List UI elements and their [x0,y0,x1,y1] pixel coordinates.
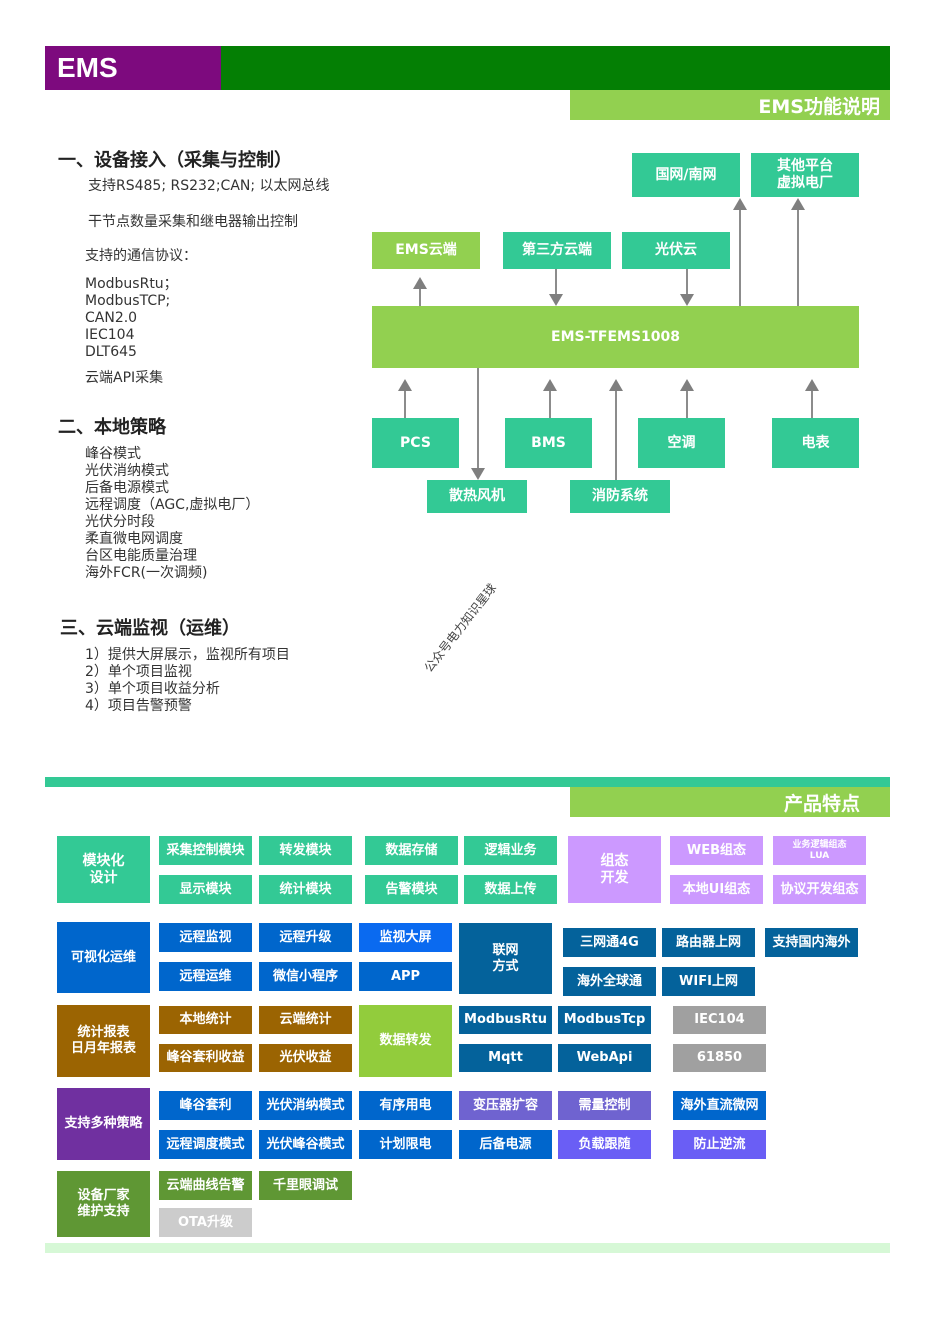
feature-item: 本地UI组态 [670,875,763,904]
feature-item: Mqtt [459,1044,552,1072]
feature-item: 业务逻辑组态 LUA [773,836,866,865]
feature-item: IEC104 [673,1006,766,1034]
features-title: 产品特点 [570,787,890,817]
header-tag: EMS [45,46,221,90]
feature-item: ModbusRtu [459,1006,552,1034]
feature-item: 微信小程序 [259,962,352,991]
feature-item: ModbusTcp [558,1006,651,1034]
category-modular: 模块化 设计 [57,836,150,903]
feature-item: WebApi [558,1044,651,1072]
feature-item: 统计模块 [259,875,352,904]
category-visual-ops: 可视化运维 [57,922,150,993]
feature-item: 后备电源 [459,1130,552,1159]
feature-item: 海外全球通 [563,967,656,996]
arrow-down-icon [549,294,563,306]
feature-item: 云端曲线告警 [159,1171,252,1200]
feature-item: 采集控制模块 [159,836,252,865]
arrow-down-icon [471,468,485,480]
footer-bar [45,1243,890,1253]
feature-item: OTA升级 [159,1208,252,1237]
feature-item: 千里眼调试 [259,1171,352,1200]
node-fire-system: 消防系统 [570,480,670,513]
section-1-line-5: 云端API采集 [85,370,164,386]
feature-item: 有序用电 [359,1091,452,1120]
arrow-up-icon [609,379,623,391]
section-2-title: 二、本地策略 [58,417,166,438]
feature-item: 告警模块 [365,875,458,904]
node-bms: BMS [505,418,592,468]
feature-item: WIFI上网 [662,967,755,996]
arrow-up-icon [733,198,747,210]
header-subtitle: EMS功能说明 [570,90,890,120]
feature-item: APP [359,962,452,991]
arrow-up-icon [398,379,412,391]
section-1-line-2: 干节点数量采集和继电器输出控制 [88,214,298,230]
feature-item: 计划限电 [359,1130,452,1159]
feature-item: 三网通4G [563,928,656,957]
feature-item: 协议开发组态 [773,875,866,904]
arrow-up-icon [791,198,805,210]
cloud-monitor-list: 1）提供大屏展示，监视所有项目 2）单个项目监视 3）单个项目收益分析 4）项目… [85,647,290,714]
feature-item: 数据上传 [464,875,557,904]
category-data-forwarding: 数据转发 [359,1005,452,1077]
feature-item: 远程监视 [159,923,252,952]
arrow-up-icon [805,379,819,391]
feature-item: 变压器扩容 [459,1091,552,1120]
feature-item: 光伏峰谷模式 [259,1130,352,1159]
category-reports: 统计报表 日月年报表 [57,1005,150,1077]
feature-item: 远程运维 [159,962,252,991]
feature-item: 路由器上网 [662,928,755,957]
feature-item: 云端统计 [259,1006,352,1034]
strategy-list: 峰谷模式 光伏消纳模式 后备电源模式 远程调度（AGC,虚拟电厂） 光伏分时段 … [85,446,260,581]
feature-item: WEB组态 [670,836,763,865]
feature-item: 显示模块 [159,875,252,904]
feature-item: 需量控制 [558,1091,651,1120]
section-1-title: 一、设备接入（采集与控制） [58,150,292,171]
feature-item: 61850 [673,1044,766,1072]
feature-item: 海外直流微网 [673,1091,766,1120]
node-ems-cloud: EMS云端 [372,232,480,269]
arrow-down-icon [680,294,694,306]
node-air-conditioner: 空调 [638,418,725,468]
feature-item: 峰谷套利收益 [159,1044,252,1072]
feature-item: 峰谷套利 [159,1091,252,1120]
feature-item: 本地统计 [159,1006,252,1034]
category-config: 组态 开发 [568,836,661,903]
arrow-up-icon [543,379,557,391]
protocol-list: ModbusRtu； ModbusTCP; CAN2.0 IEC104 DLT6… [85,276,178,360]
category-vendor-support: 设备厂家 维护支持 [57,1171,150,1237]
feature-item: 远程调度模式 [159,1130,252,1159]
feature-item: 远程升级 [259,923,352,952]
feature-item: 转发模块 [259,836,352,865]
node-other-platform: 其他平台 虚拟电厂 [751,153,859,197]
category-network: 联网 方式 [459,923,552,994]
node-pcs: PCS [372,418,459,468]
feature-item: 防止逆流 [673,1130,766,1159]
features-bar [45,777,890,787]
feature-item: 支持国内海外 [765,928,858,957]
node-pv-cloud: 光伏云 [622,232,730,269]
section-1-line-3: 支持的通信协议： [85,248,197,264]
section-1-line-1: 支持RS485; RS232;CAN; 以太网总线 [88,178,330,194]
feature-item: 数据存储 [365,836,458,865]
category-strategies: 支持多种策略 [57,1088,150,1160]
arrow-up-icon [680,379,694,391]
feature-item: 逻辑业务 [464,836,557,865]
section-3-title: 三、云端监视（运维） [60,618,240,639]
feature-item: 光伏收益 [259,1044,352,1072]
node-third-party-cloud: 第三方云端 [503,232,611,269]
node-meter: 电表 [772,418,859,468]
feature-item: 监视大屏 [359,923,452,952]
feature-item: 负载跟随 [558,1130,651,1159]
feature-item: 光伏消纳模式 [259,1091,352,1120]
node-core-ems: EMS-TFEMS1008 [372,306,859,368]
node-cooling-fan: 散热风机 [427,480,527,513]
node-state-grid: 国网/南网 [632,153,740,197]
watermark: 公众号电力知识星球 [421,581,500,675]
arrow-up-icon [413,277,427,289]
